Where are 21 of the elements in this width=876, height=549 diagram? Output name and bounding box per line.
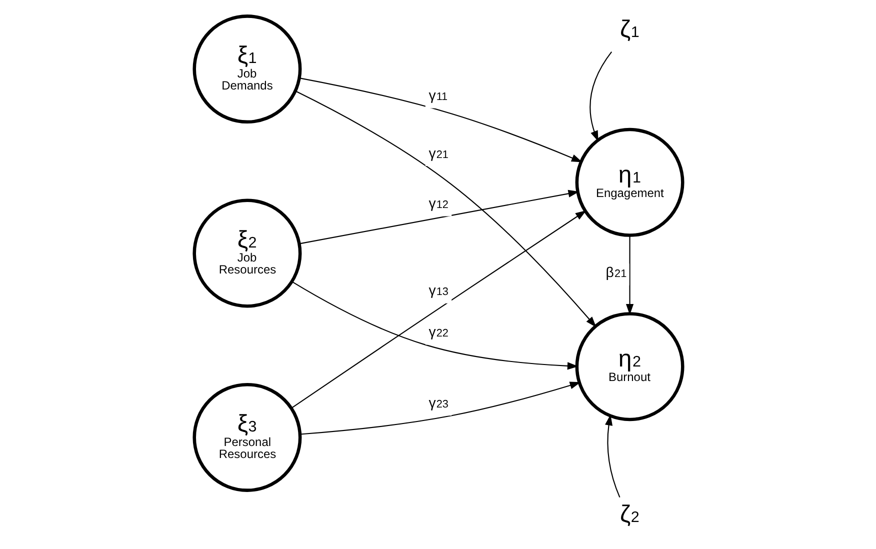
- edge-label: γ13: [428, 283, 448, 300]
- node-circle: ξ2 Job Resources: [192, 198, 302, 308]
- arrow: [589, 52, 612, 142]
- node-text: ζ1: [619, 16, 639, 44]
- edge-label: γ22: [428, 324, 448, 341]
- node-circle: ξ3 Personal Resources: [192, 382, 302, 492]
- arrow: [625, 236, 634, 315]
- edge-label: γ12: [428, 196, 448, 212]
- edge-label: β21: [605, 265, 626, 282]
- edge-label: γ23: [428, 395, 448, 412]
- arrow: [604, 414, 620, 498]
- arrow: [290, 210, 586, 408]
- edge-label: γ11: [428, 88, 448, 104]
- arrow: [299, 190, 579, 244]
- arrow: [298, 78, 582, 162]
- arrow: [299, 382, 580, 435]
- edge-label: γ21: [428, 146, 448, 162]
- arrow: [294, 90, 596, 328]
- node-text: ζ2: [619, 501, 639, 528]
- node-circle: η2 Burnout: [574, 312, 684, 422]
- node-circle: ξ1 Job Demands: [192, 14, 302, 124]
